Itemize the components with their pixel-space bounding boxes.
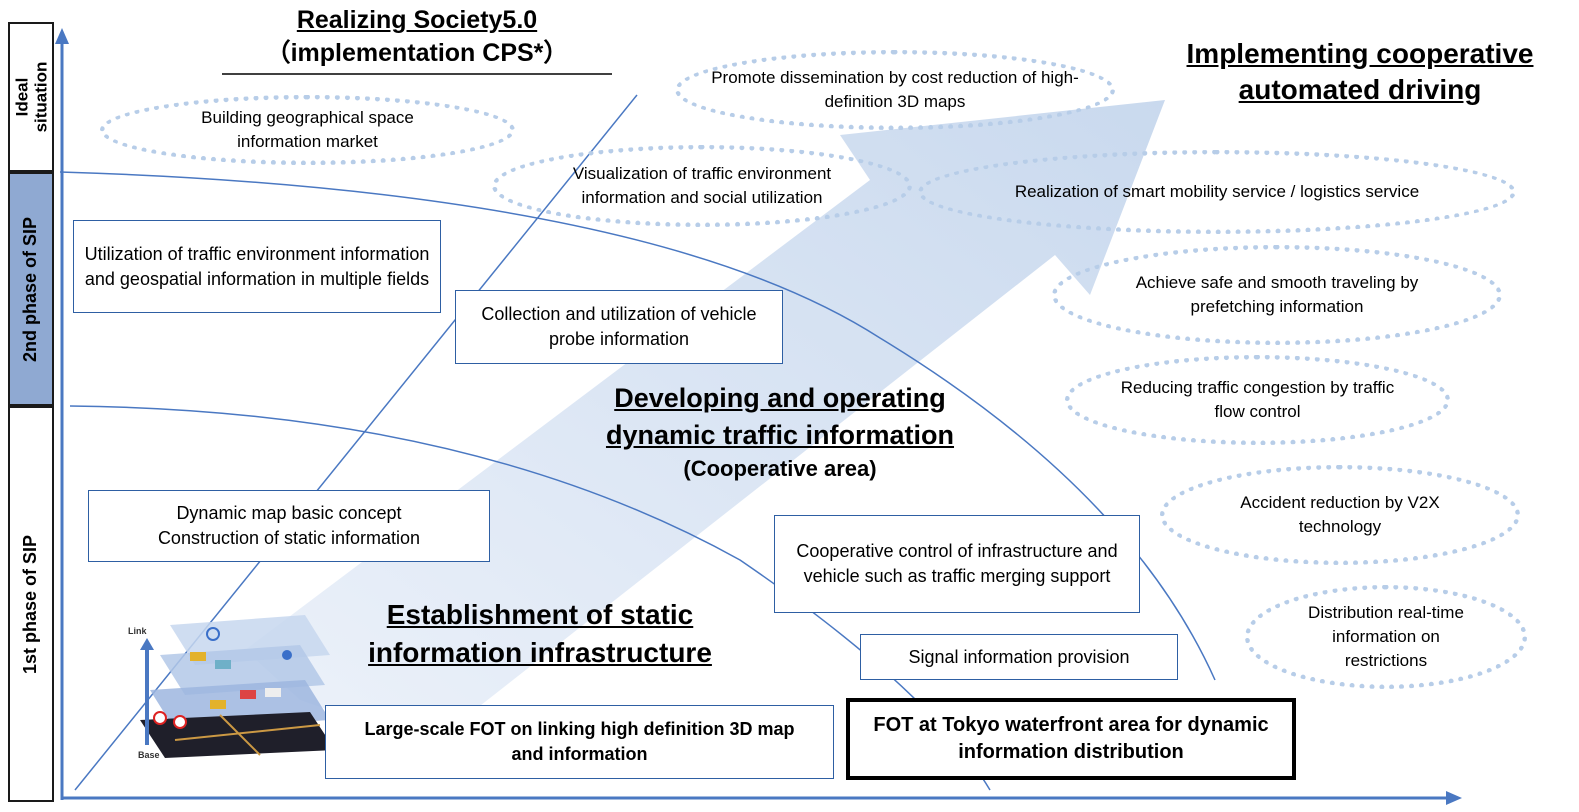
y-axis-arrowhead xyxy=(55,28,69,44)
box-tokyo-fot-text: FOT at Tokyo waterfront area for dynamic… xyxy=(873,714,1269,763)
phase-second: 2nd phase of SIP xyxy=(8,172,54,406)
dynamic-title-sub: (Cooperative area) xyxy=(683,456,877,481)
oval-restrictions: Distribution real-time information on re… xyxy=(1245,585,1527,689)
phase-first-label: 1st phase of SIP xyxy=(20,534,41,674)
oval-geo-market: Building geographical space information … xyxy=(100,95,515,165)
box-merging-text: Cooperative control of infrastructure an… xyxy=(796,541,1118,586)
society-title: Realizing Society5.0 （implementation CPS… xyxy=(222,4,612,70)
oval-map-cost-text: Promote dissemination by cost reduction … xyxy=(711,68,1079,111)
oval-restrictions-text: Distribution real-time information on re… xyxy=(1308,603,1464,670)
oval-safe-travel: Achieve safe and smooth traveling by pre… xyxy=(1052,245,1502,345)
oval-v2x: Accident reduction by V2X technology xyxy=(1160,465,1520,565)
x-axis-arrowhead xyxy=(1446,791,1462,805)
static-title-line1: Establishment of static xyxy=(386,599,694,630)
dynamic-title-line1: Developing and operating xyxy=(614,383,946,413)
box-large-fot: Large-scale FOT on linking high definiti… xyxy=(325,705,834,779)
map-label-base: Base xyxy=(138,750,160,760)
oval-congestion-text: Reducing traffic congestion by traffic f… xyxy=(1120,378,1395,421)
oval-visualization-text: Visualization of traffic environment inf… xyxy=(572,164,832,207)
phase-ideal-label: Ideal situation xyxy=(12,61,51,133)
oval-geo-market-text: Building geographical space information … xyxy=(201,108,414,151)
oval-v2x-text: Accident reduction by V2X technology xyxy=(1240,493,1440,536)
box-dynamic-map-text: Dynamic map basic concept Construction o… xyxy=(157,503,421,548)
oval-congestion: Reducing traffic congestion by traffic f… xyxy=(1065,355,1450,445)
phase-first: 1st phase of SIP xyxy=(8,406,54,802)
oval-visualization: Visualization of traffic environment inf… xyxy=(492,145,912,227)
box-probe-text: Collection and utilization of vehicle pr… xyxy=(481,304,757,349)
box-large-fot-text: Large-scale FOT on linking high definiti… xyxy=(364,719,795,764)
oval-map-cost: Promote dissemination by cost reduction … xyxy=(675,50,1115,130)
map-illustration xyxy=(140,615,335,758)
cooperative-title-line2: automated driving xyxy=(1238,74,1482,105)
oval-smart-mobility-text: Realization of smart mobility service / … xyxy=(1014,182,1420,201)
box-dynamic-map: Dynamic map basic concept Construction o… xyxy=(88,490,490,562)
cooperative-title-line1: Implementing cooperative xyxy=(1186,38,1534,69)
box-signal-text: Signal information provision xyxy=(908,646,1130,667)
phase-second-label: 2nd phase of SIP xyxy=(20,216,41,362)
box-signal: Signal information provision xyxy=(860,634,1178,680)
static-title: Establishment of static information infr… xyxy=(330,596,750,672)
box-merging: Cooperative control of infrastructure an… xyxy=(774,515,1140,613)
oval-smart-mobility: Realization of smart mobility service / … xyxy=(918,150,1516,234)
cooperative-title: Implementing cooperative automated drivi… xyxy=(1150,36,1570,108)
dynamic-title: Developing and operating dynamic traffic… xyxy=(560,380,1000,484)
box-tokyo-fot: FOT at Tokyo waterfront area for dynamic… xyxy=(846,698,1296,780)
progress-arrow xyxy=(245,100,1165,745)
dynamic-title-line2: dynamic traffic information xyxy=(605,420,955,450)
society-title-line2: （implementation CPS*） xyxy=(265,39,569,67)
box-multi-fields: Utilization of traffic environment infor… xyxy=(73,220,441,313)
phase-ideal: Ideal situation xyxy=(8,22,54,172)
society-title-line1: Realizing Society5.0 xyxy=(296,6,538,34)
oval-safe-travel-text: Achieve safe and smooth traveling by pre… xyxy=(1135,273,1419,316)
box-probe: Collection and utilization of vehicle pr… xyxy=(455,290,783,364)
static-title-line2: information infrastructure xyxy=(368,637,712,668)
map-label-link: Link xyxy=(128,626,147,636)
box-multi-fields-text: Utilization of traffic environment infor… xyxy=(84,243,430,289)
